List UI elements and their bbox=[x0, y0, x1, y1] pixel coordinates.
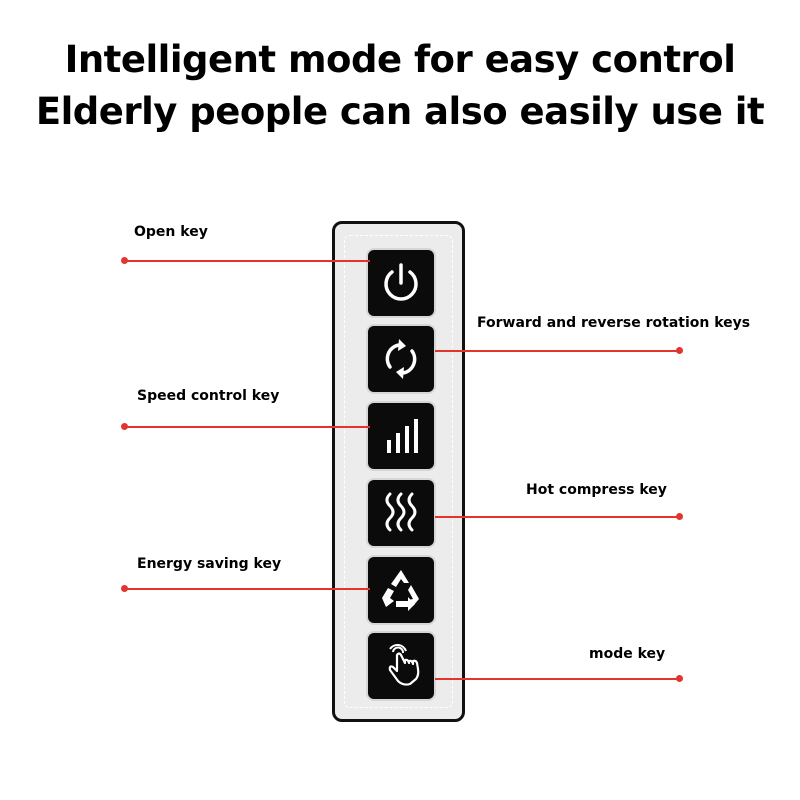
power-icon bbox=[384, 263, 418, 301]
energy-saving-key-label: Energy saving key bbox=[137, 556, 282, 572]
hot-compress-key-label: Hot compress key bbox=[526, 482, 667, 498]
open-key-button[interactable] bbox=[368, 250, 434, 316]
speed-key-callout-line bbox=[124, 426, 370, 428]
mode-key-label: mode key bbox=[589, 646, 666, 662]
rotation-key-button[interactable] bbox=[368, 326, 434, 392]
energy-saving-key-callout-line bbox=[124, 588, 370, 590]
mode-key-callout-line bbox=[435, 678, 680, 680]
rotation-key-label: Forward and reverse rotation keys bbox=[477, 315, 751, 331]
rotation-key-callout-line bbox=[435, 350, 680, 352]
signal-bars-icon bbox=[387, 419, 418, 453]
open-key-label: Open key bbox=[134, 224, 208, 240]
speed-key-label: Speed control key bbox=[137, 388, 280, 404]
mode-key-callout-dot bbox=[676, 675, 683, 682]
energy-saving-key-button[interactable] bbox=[368, 557, 434, 623]
mode-key-button[interactable] bbox=[368, 633, 434, 699]
panel-stitching bbox=[344, 235, 453, 708]
headline-line-1: Intelligent mode for easy control bbox=[64, 38, 736, 81]
headline-line-2: Elderly people can also easily use it bbox=[35, 90, 765, 133]
rotation-key-callout-dot bbox=[676, 347, 683, 354]
speed-key-button[interactable] bbox=[368, 403, 434, 469]
rotate-arrows-icon bbox=[385, 339, 417, 379]
heat-waves-icon bbox=[385, 492, 417, 532]
hot-compress-key-callout-line bbox=[435, 516, 680, 518]
touch-hand-icon bbox=[388, 644, 420, 686]
hot-compress-key-button[interactable] bbox=[368, 480, 434, 546]
open-key-callout-line bbox=[124, 260, 370, 262]
hot-compress-key-callout-dot bbox=[676, 513, 683, 520]
recycle-icon bbox=[382, 570, 419, 611]
